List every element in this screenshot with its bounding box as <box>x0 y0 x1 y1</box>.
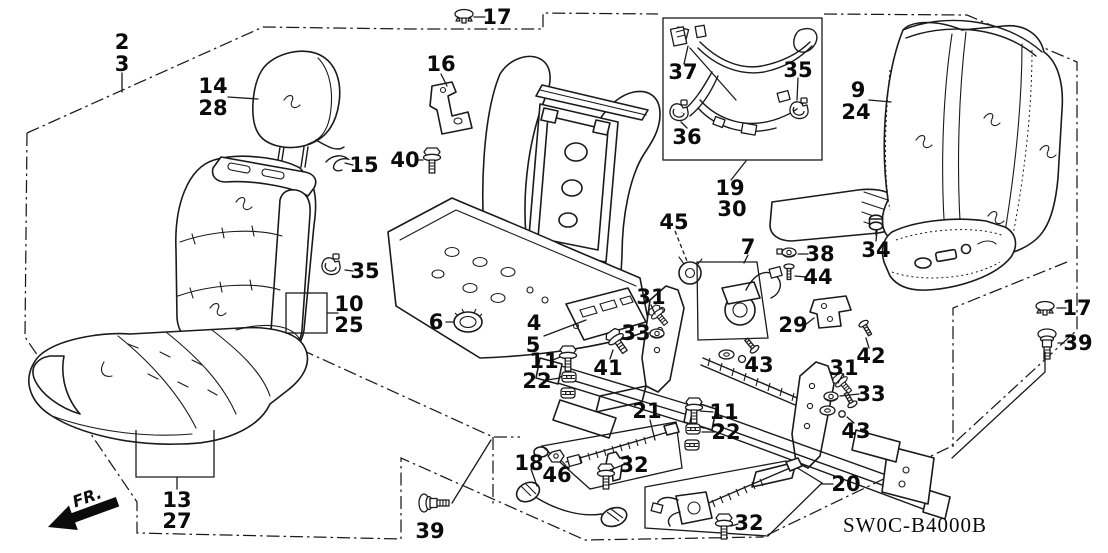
harness-clip-35-icon <box>789 97 809 120</box>
callout-38: 38 <box>805 242 834 266</box>
callout-41: 41 <box>593 356 622 380</box>
callout-46: 46 <box>542 463 571 487</box>
bolt-40-icon <box>422 147 442 174</box>
harness-clip-35-left-icon <box>321 253 341 276</box>
washers-43-right-icon <box>819 389 859 418</box>
callout-22: 22 <box>522 369 551 393</box>
callout-31: 31 <box>636 285 665 309</box>
bracket-29-icon <box>809 295 852 329</box>
callout-16: 16 <box>426 52 455 76</box>
callout-32: 32 <box>619 453 648 477</box>
callout-35: 35 <box>350 259 379 283</box>
screw-44-icon <box>783 263 795 281</box>
callout-32: 32 <box>734 511 763 535</box>
cap-nut-34-icon <box>868 214 884 236</box>
callout-5: 5 <box>526 333 541 357</box>
bracket-16-icon <box>429 81 473 135</box>
nut-33-right-icon <box>823 391 839 402</box>
screw-42-icon <box>857 318 876 339</box>
connecting-rod <box>700 357 817 414</box>
callout-15: 15 <box>349 153 378 177</box>
switch-plate <box>565 287 647 341</box>
callout-2: 2 <box>115 30 130 54</box>
connector-37-icon <box>669 26 688 47</box>
callout-42: 42 <box>856 344 885 368</box>
callout-7: 7 <box>741 235 756 259</box>
fastener-icons <box>321 8 1057 540</box>
seat-back-left <box>175 155 317 353</box>
harness-clip-36-icon <box>669 99 689 122</box>
callout-35: 35 <box>783 58 812 82</box>
callout-39: 39 <box>415 519 444 543</box>
callout-18: 18 <box>514 451 543 475</box>
callout-31: 31 <box>829 356 858 380</box>
diagram-code: SW0C-B4000B <box>843 513 987 537</box>
callout-29: 29 <box>778 313 807 337</box>
callout-11: 11 <box>529 349 558 373</box>
callout-17: 17 <box>482 5 511 29</box>
center-frame-group <box>387 55 661 359</box>
actuator-disc-45 <box>678 256 703 285</box>
callout-45: 45 <box>659 210 688 234</box>
callout-13: 13 <box>162 488 191 512</box>
nut-33-left-icon <box>649 328 665 339</box>
right-seat-group <box>769 19 1064 291</box>
callout-27: 27 <box>162 509 191 533</box>
callout-9: 9 <box>851 78 866 102</box>
clip-set-46 <box>547 449 582 468</box>
callout-30: 30 <box>717 197 746 221</box>
wiring-harness-box <box>662 17 823 161</box>
callout-36: 36 <box>672 125 701 149</box>
mechanism-group <box>515 256 951 537</box>
leader-lines <box>121 16 1067 527</box>
fr-arrow: FR. <box>48 483 120 530</box>
left-seat-group <box>28 50 345 490</box>
shoulder-bolt-39-left-icon <box>418 493 450 513</box>
callout-3: 3 <box>115 52 130 76</box>
callout-20: 20 <box>831 472 860 496</box>
headrest-left <box>252 50 345 168</box>
callout-39: 39 <box>1063 331 1092 355</box>
callout-25: 25 <box>334 313 363 337</box>
callout-21: 21 <box>632 399 661 423</box>
callout-40: 40 <box>390 148 419 172</box>
callout-34: 34 <box>861 238 890 262</box>
recliner-right <box>751 361 835 488</box>
callout-11: 11 <box>709 400 738 424</box>
callout-17: 17 <box>1062 296 1091 320</box>
shoulder-bolt-39-right-icon <box>1037 328 1057 360</box>
recline-motor-7 <box>721 265 783 326</box>
push-clip-17-right-icon <box>1035 300 1055 316</box>
callout-4: 4 <box>527 311 542 335</box>
cable-18 <box>515 481 628 528</box>
bolt-32-right-icon <box>714 513 734 540</box>
washers-43-left-icon <box>718 335 761 364</box>
callout-44: 44 <box>803 265 832 289</box>
callout-14: 14 <box>198 74 227 98</box>
callout-19: 19 <box>715 176 744 200</box>
seat-cushion-left <box>28 324 309 446</box>
callout-6: 6 <box>429 310 444 334</box>
callout-33: 33 <box>856 382 885 406</box>
nut-22-right-icon <box>684 423 701 451</box>
callout-43: 43 <box>744 353 773 377</box>
spring-hook-15-icon <box>325 155 351 172</box>
cable-20 <box>650 457 803 527</box>
nut-38-icon <box>776 247 797 258</box>
callout-24: 24 <box>841 100 870 124</box>
callout-33: 33 <box>621 321 650 345</box>
grommet-6-icon <box>453 308 483 333</box>
push-clip-17-top-icon <box>454 8 474 24</box>
callout-22: 22 <box>711 420 740 444</box>
callout-10: 10 <box>334 292 363 316</box>
callout-37: 37 <box>668 60 697 84</box>
callout-28: 28 <box>198 96 227 120</box>
callout-43: 43 <box>841 419 870 443</box>
